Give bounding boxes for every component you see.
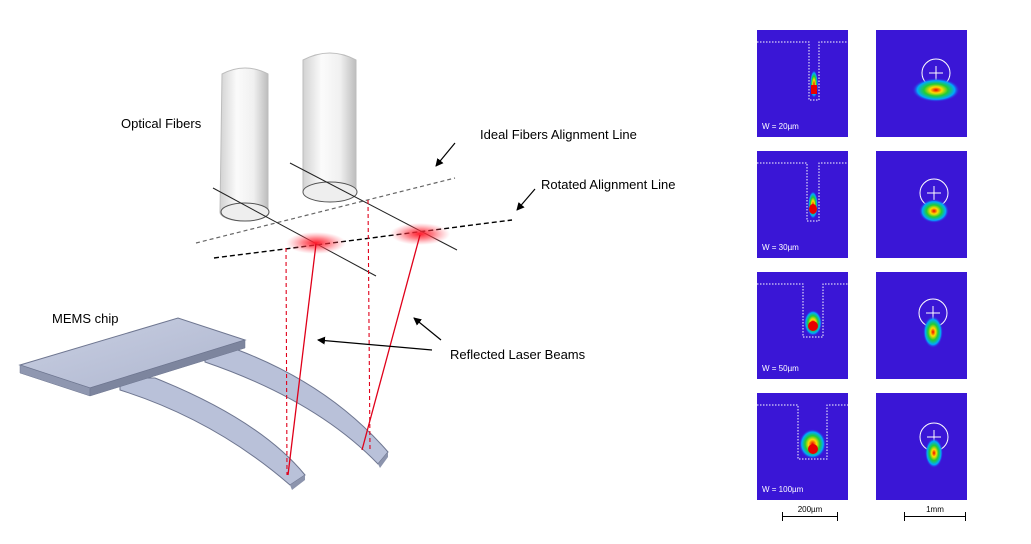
label-rotated-alignment-line: Rotated Alignment Line bbox=[541, 177, 676, 192]
label-ideal-alignment-line: Ideal Fibers Alignment Line bbox=[480, 127, 637, 142]
incident-beam-right bbox=[367, 199, 371, 451]
laser-spot-right bbox=[390, 223, 450, 245]
ideal-alignment-line bbox=[195, 177, 456, 244]
cantilever-near bbox=[119, 377, 306, 486]
scale-bar-200um: 200µm bbox=[782, 505, 838, 525]
reflected-beam-left bbox=[287, 243, 317, 476]
laser-beams bbox=[285, 199, 421, 476]
beam-profile-panel-w50: W = 50µm bbox=[757, 272, 848, 379]
annotation-arrows bbox=[317, 142, 536, 351]
arrow-beam-right bbox=[413, 317, 442, 341]
label-optical-fibers: Optical Fibers bbox=[121, 116, 202, 131]
fiber-left-end bbox=[220, 202, 270, 222]
arrow-beam-left bbox=[317, 336, 433, 351]
beam-profile-panel-w100: W = 100µm bbox=[757, 393, 848, 500]
spot-profile-panel-2 bbox=[876, 151, 967, 258]
laser-spot-left bbox=[286, 232, 346, 254]
width-label: W = 50µm bbox=[762, 364, 799, 373]
rotated-alignment-line bbox=[213, 219, 513, 259]
label-reflected-laser-beams: Reflected Laser Beams bbox=[450, 347, 586, 362]
label-mems-chip: MEMS chip bbox=[52, 311, 119, 326]
arrow-ideal-line bbox=[435, 142, 456, 167]
scale-bar-label: 200µm bbox=[797, 505, 823, 514]
perp-line-left bbox=[212, 187, 377, 277]
scale-bar-label: 1mm bbox=[926, 505, 944, 514]
beam-profile-panel-w30: W = 30µm bbox=[757, 151, 848, 258]
scale-bar-1mm: 1mm bbox=[904, 505, 966, 525]
reflected-beam-right bbox=[361, 234, 421, 451]
fiber-right bbox=[302, 52, 357, 201]
width-label: W = 30µm bbox=[762, 243, 799, 252]
width-label: W = 100µm bbox=[762, 485, 804, 494]
spot-profile-panel-4 bbox=[876, 393, 967, 500]
beam-profile-panel-w20: W = 20µm bbox=[757, 30, 848, 137]
spot-profile-panel-1 bbox=[876, 30, 967, 137]
laser-spots bbox=[286, 223, 450, 254]
mems-chip-body bbox=[18, 317, 389, 490]
incident-beam-left bbox=[285, 247, 288, 476]
arrow-rotated-line bbox=[516, 188, 536, 211]
optical-fibers bbox=[219, 52, 358, 222]
spot-profile-panel-3 bbox=[876, 272, 967, 379]
fiber-right-end bbox=[302, 181, 358, 203]
fiber-left bbox=[219, 67, 269, 222]
width-label: W = 20µm bbox=[762, 122, 799, 131]
